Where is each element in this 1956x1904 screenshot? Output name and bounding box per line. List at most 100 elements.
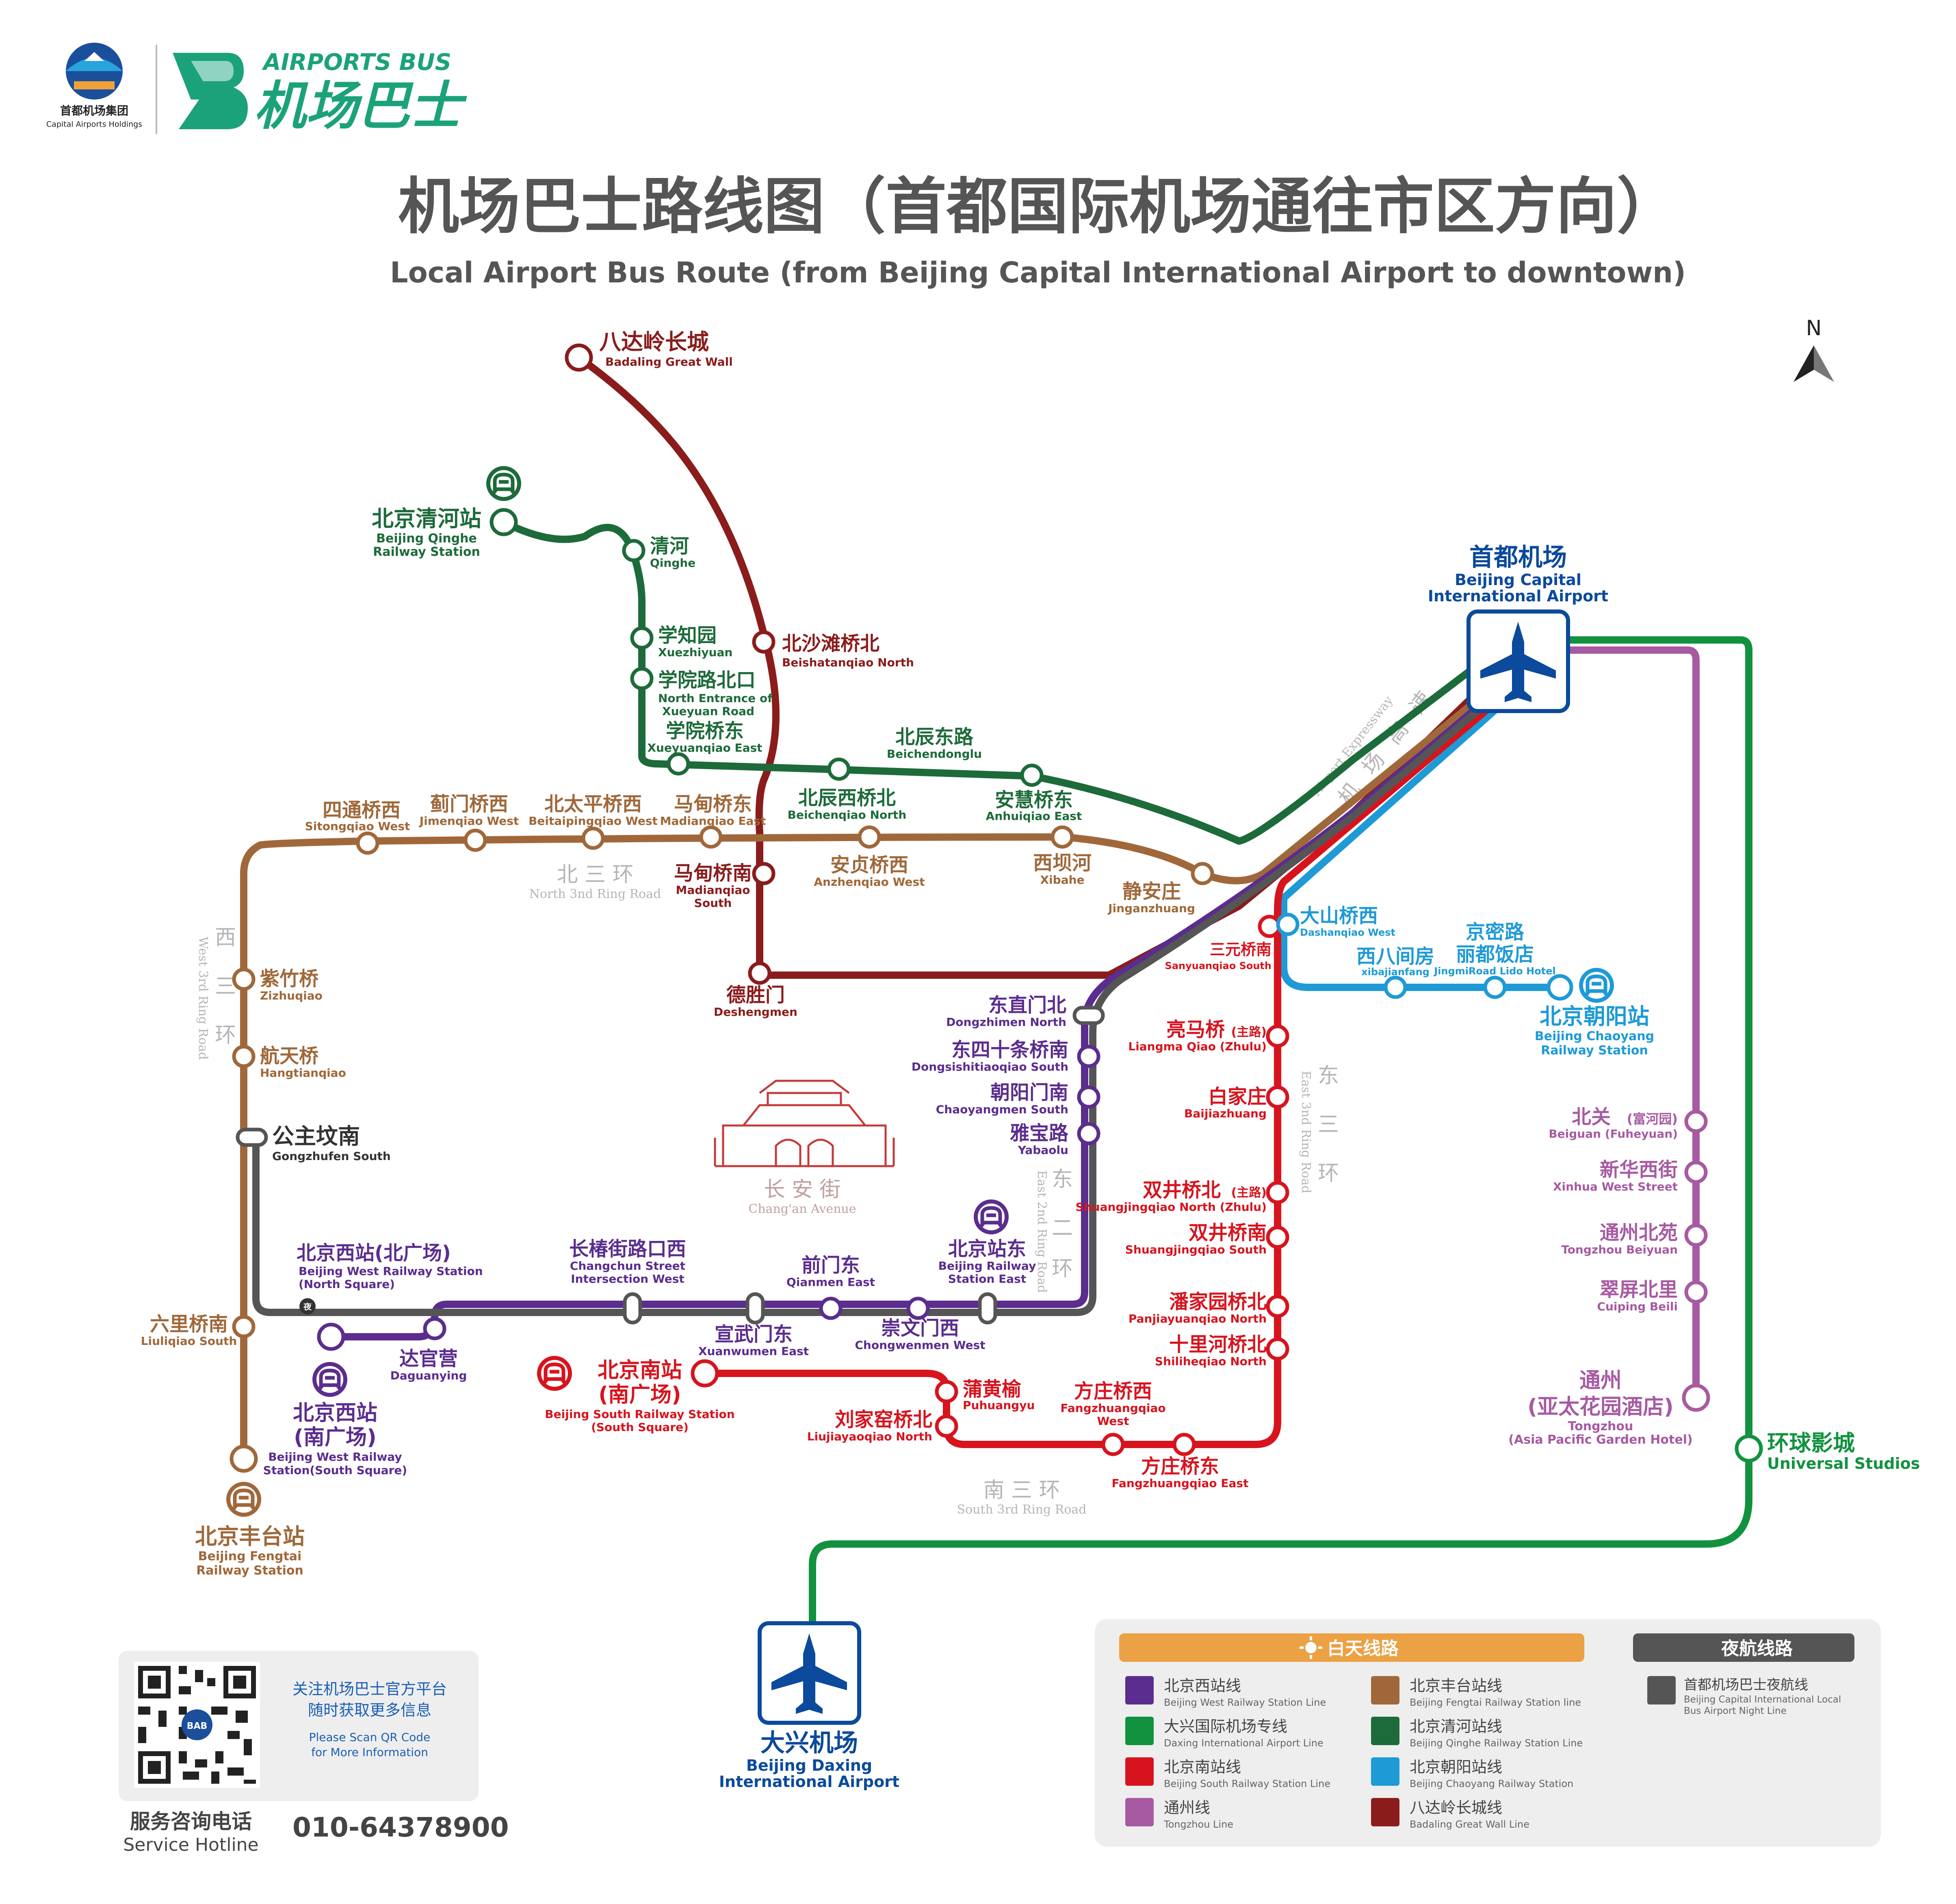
west-n-en2: (North Square) <box>299 1277 395 1291</box>
sitong-en: Sitongqiao West <box>305 820 410 833</box>
station-beijing-rs <box>978 1292 997 1325</box>
group-name-en: Capital Airports Holdings <box>46 120 142 129</box>
universal-en: Universal Studios <box>1767 1455 1920 1472</box>
legend-item-sub: Beijing Chaoyang Railway Station <box>1410 1778 1573 1789</box>
legend-item: 北京南站线 Beijing South Railway Station Line <box>1125 1757 1330 1789</box>
dongzhimen-en: Dongzhimen North <box>946 1015 1066 1029</box>
line-night <box>252 699 1490 1316</box>
station-markers <box>230 343 1763 1473</box>
night-lines-title: 夜航线路 <box>1721 1638 1793 1659</box>
xuezhiyuan-en: Xuezhiyuan <box>658 646 732 659</box>
beijing-rs-en1: Beijing Railway <box>938 1259 1036 1273</box>
capital-airport-icon <box>1466 609 1570 713</box>
legend-item-sub: Beijing Fengtai Railway Station line <box>1410 1697 1581 1708</box>
jinganzhuang-en: Jinganzhuang <box>1107 902 1195 915</box>
liuli-cn: 六里桥南 <box>150 1313 228 1336</box>
sanyuan-cn: 三元桥南 <box>1210 941 1272 959</box>
legend-item-sub: Badaling Great Wall Line <box>1410 1819 1529 1830</box>
legend-item-sub: Beijing Capital International Local <box>1684 1694 1841 1705</box>
dongsishitiao-en: Dongsishitiaoqiao South <box>912 1060 1068 1073</box>
legend-item: 通州线 Tongzhou Line <box>1125 1798 1233 1830</box>
qr-code-pattern <box>138 1666 256 1784</box>
station-jinganzhuang <box>1191 862 1214 885</box>
liangma-cn-small: (主路) <box>1231 1025 1267 1039</box>
tongzhou-cn2: (亚太花园酒店) <box>1527 1395 1674 1419</box>
west-s-cn2: (南广场) <box>294 1425 377 1450</box>
station-gongzhufen <box>236 1128 268 1147</box>
hotline-number[interactable]: 010-64378900 <box>292 1812 509 1843</box>
legend-item-label: 北京南站线 <box>1164 1758 1241 1776</box>
fengtai-railway-icon <box>228 1484 259 1515</box>
legend-item: 八达岭长城线 Badaling Great Wall Line <box>1371 1798 1529 1830</box>
shilihe-cn: 十里河桥北 <box>1169 1333 1267 1356</box>
beishatan-cn: 北沙滩桥北 <box>782 632 879 655</box>
xueyuandong-en: Xueyuanqiao East <box>647 741 762 755</box>
chaoyang-rs-en2: Railway Station <box>1541 1043 1648 1058</box>
station-fangzhuangxi <box>1101 1433 1125 1456</box>
station-south-rs <box>691 1359 719 1388</box>
legend-item-sub: Daxing International Airport Line <box>1164 1737 1323 1749</box>
station-panjiayuan <box>1266 1295 1289 1318</box>
legend-item-label: 北京丰台站线 <box>1410 1677 1502 1695</box>
puhuang-cn: 蒲黄榆 <box>963 1378 1022 1401</box>
station-jimen <box>464 828 487 852</box>
line-badaling <box>575 354 1474 979</box>
group-name-cn: 首都机场集团 <box>60 104 128 117</box>
anhuidong-en: Anhuiqiao East <box>986 809 1082 823</box>
xinhua-en: Xinhua West Street <box>1553 1180 1678 1193</box>
qr-text-cn1: 关注机场巴士官方平台 <box>292 1680 447 1698</box>
station-hangtian <box>232 1045 256 1068</box>
beitaiping-cn: 北太平桥西 <box>544 793 642 815</box>
compass-north-label: N <box>1806 316 1822 340</box>
east-3rd-ring-en: East 3nd Ring Road <box>1299 1071 1313 1193</box>
north-3rd-ring-en: North 3nd Ring Road <box>529 887 661 901</box>
anzhen-cn: 安贞桥西 <box>830 854 908 876</box>
legend-item-sub: Tongzhou Line <box>1163 1819 1233 1830</box>
xueyuandong-cn: 学院桥东 <box>666 720 744 742</box>
legend-item-label: 首都机场巴士夜航线 <box>1684 1677 1808 1693</box>
east-2nd-ring-en: East 2nd Ring Road <box>1035 1170 1049 1293</box>
legend-item-label: 八达岭长城线 <box>1410 1799 1502 1817</box>
panjiayuan-cn: 潘家园桥北 <box>1169 1290 1267 1313</box>
south-rs-cn2: (南广场) <box>598 1383 681 1407</box>
station-shuangjingnan <box>1266 1225 1289 1249</box>
station-west-s <box>317 1323 345 1351</box>
west-railway-icon <box>314 1364 345 1395</box>
xuezhiyuan-cn: 学知园 <box>658 624 717 647</box>
west-n-en1: Beijing West Railway Station <box>299 1264 483 1278</box>
fengtai-rs-en2: Railway Station <box>196 1564 303 1578</box>
xibajianfang-en: xibajianfang <box>1361 966 1430 978</box>
line-chaoyang <box>1280 699 1564 991</box>
station-beishatan <box>752 630 775 654</box>
compass-arrow-icon <box>1794 345 1814 382</box>
station-xuezhiyuan <box>630 626 654 650</box>
station-changchun <box>623 1292 642 1325</box>
qinghe-rs-cn: 北京清河站 <box>372 506 481 531</box>
madiandong-cn: 马甸桥东 <box>674 793 752 815</box>
jimen-cn: 蓟门桥西 <box>430 793 508 815</box>
daxing-airport-en2: International Airport <box>719 1773 899 1791</box>
south-railway-icon <box>539 1358 570 1389</box>
xueyuanbk-cn: 学院路北口 <box>658 669 756 692</box>
station-west-n <box>299 1298 316 1314</box>
sanyuan-en: Sanyuanqiao South <box>1165 960 1272 972</box>
madiannan-cn: 马甸桥南 <box>674 862 752 885</box>
hotline-en: Service Hotline <box>123 1835 258 1855</box>
station-dongsishitiao <box>1077 1045 1100 1068</box>
qr-text-en2: for More Information <box>311 1746 428 1759</box>
east-2nd-ring-cn-1: 东 <box>1052 1167 1073 1192</box>
station-chongwen <box>906 1297 930 1320</box>
fangzhuangxi-en2: West <box>1097 1414 1129 1428</box>
qr-panel: BAB 关注机场巴士官方平台 随时获取更多信息 Please Scan QR C… <box>119 1651 479 1801</box>
station-xinhua <box>1684 1160 1708 1184</box>
tongzhoubei-cn: 通州北苑 <box>1600 1221 1678 1244</box>
station-xuanwu <box>745 1292 765 1325</box>
legend-item-label: 北京朝阳站线 <box>1410 1758 1502 1776</box>
qinghe-rs-en1: Beijing Qinghe <box>376 531 477 546</box>
east-3rd-ring-cn-2: 三 <box>1318 1112 1339 1137</box>
west-s-en1: Beijing West Railway <box>268 1450 402 1464</box>
station-liujiayao <box>935 1414 958 1438</box>
liujiayao-en: Liujiayaoqiao North <box>807 1430 932 1443</box>
station-zizhu <box>232 967 256 991</box>
dongsishitiao-cn: 东四十条桥南 <box>951 1039 1068 1061</box>
